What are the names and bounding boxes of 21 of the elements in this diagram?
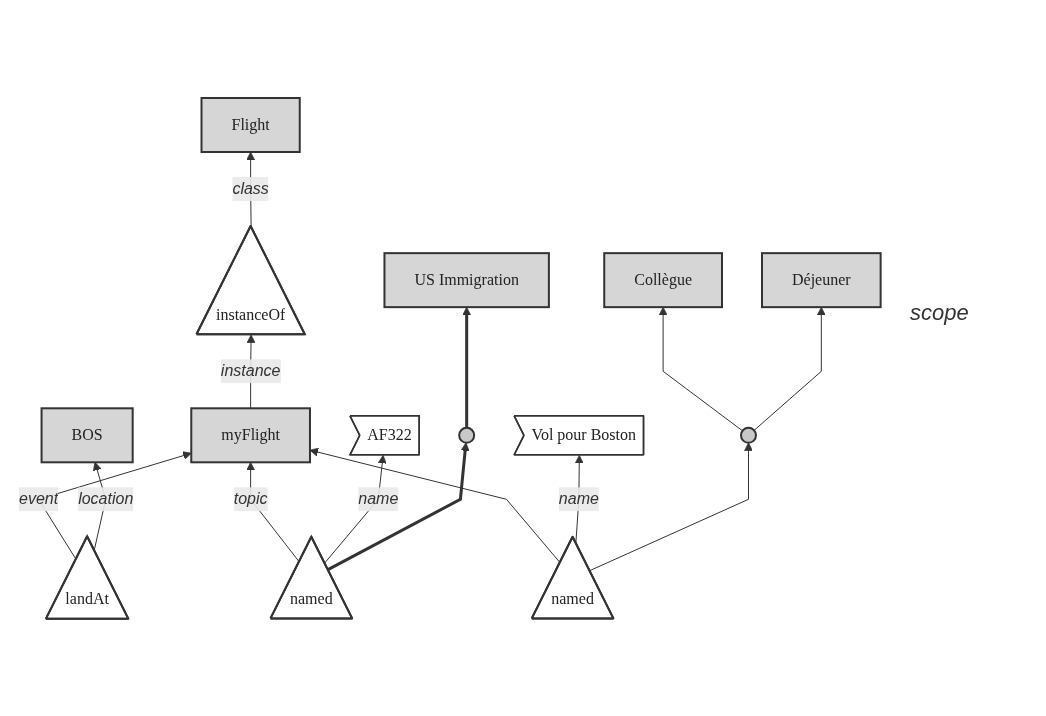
arrow: [462, 306, 472, 428]
edge-label: name: [358, 489, 399, 507]
arrow: [327, 441, 470, 571]
node-box: Collègue: [603, 251, 724, 308]
edge-label: event: [19, 489, 59, 507]
node-ellipse: [458, 426, 476, 444]
edge-label: topic: [233, 489, 268, 507]
node-box: BOS: [40, 406, 134, 463]
node-box: Déjeuner: [761, 251, 882, 308]
node-box: myFlight: [190, 406, 312, 463]
node-ellipse: [740, 426, 758, 444]
arrow: [589, 442, 754, 571]
edge-label: class: [232, 179, 270, 197]
edge-label: location: [78, 489, 134, 507]
edge-label: instance: [221, 361, 281, 379]
arrow: [753, 306, 826, 431]
note-text: scope: [910, 300, 970, 326]
node-box: Flight: [200, 96, 301, 153]
edge-label: name: [559, 489, 600, 507]
arrow: [658, 306, 744, 431]
node-box: US Immigration: [383, 251, 551, 308]
